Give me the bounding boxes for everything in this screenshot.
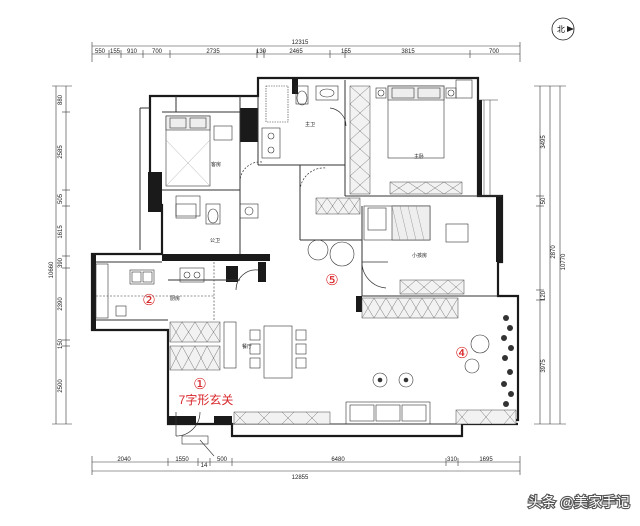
marker-4: ④ <box>455 345 468 362</box>
north-compass: 北 <box>551 17 575 41</box>
top-dim-5: 2735 <box>206 49 220 55</box>
bottom-dim-4: 500 <box>217 457 228 463</box>
top-dimension-chain <box>91 42 521 62</box>
top-dim-2: 155 <box>110 49 121 55</box>
wall-fill-blocks <box>92 78 502 424</box>
living-room-furniture <box>307 239 490 425</box>
kid-room-furniture <box>363 205 469 243</box>
marker-1: ① <box>193 376 206 393</box>
door-swings <box>175 107 388 437</box>
top-dim-1: 550 <box>95 49 106 55</box>
top-total-dimension: 12315 <box>292 40 309 46</box>
master-bedroom-furniture <box>375 79 473 159</box>
watermark: 头条 @美家手记 <box>528 494 630 510</box>
room-label-guest: 客房 <box>211 161 221 168</box>
left-dim-2: 2585 <box>58 145 64 159</box>
bottom-dim-1: 2040 <box>117 457 131 463</box>
kitchen-fixtures <box>95 262 215 320</box>
right-dim-2: 50 <box>541 197 547 204</box>
bottom-total-dimension: 12855 <box>292 475 309 481</box>
walls <box>90 76 520 438</box>
compass-label: 北 <box>557 25 565 34</box>
room-label-kid: 小孩房 <box>412 252 427 259</box>
top-dim-8: 155 <box>341 49 352 55</box>
room-label-kitchen: 厨房 <box>170 295 180 302</box>
left-total-dimension: 10660 <box>49 261 55 278</box>
bottom-dim-6: 310 <box>447 457 458 463</box>
room-label-dining: 餐厅 <box>242 343 252 350</box>
bathroom-fixtures <box>175 85 339 225</box>
dining-furniture <box>223 321 307 379</box>
left-dimension-chain <box>52 85 72 425</box>
cabinet-x-marks <box>169 85 517 425</box>
marker-2: ② <box>142 292 155 309</box>
zone-label-entry: 7字形玄关 <box>179 392 234 407</box>
left-dim-8: 2500 <box>58 379 64 393</box>
bottom-dim-5: 6480 <box>331 457 345 463</box>
left-dim-3: 505 <box>58 193 64 204</box>
bottom-dim-7: 1695 <box>479 457 493 463</box>
top-dim-7: 2465 <box>289 49 303 55</box>
left-dim-1: 880 <box>58 94 64 105</box>
room-label-master: 主卧 <box>414 153 424 160</box>
room-label-main-bath: 主卫 <box>305 121 315 128</box>
room-label-public-bath: 公卫 <box>210 238 220 244</box>
plant-decor <box>501 315 514 407</box>
bottom-dimension-chain <box>91 456 521 475</box>
bottom-dim-2: 1550 <box>175 457 189 463</box>
top-dim-9: 3815 <box>401 49 415 55</box>
right-dim-3: 120 <box>541 290 547 301</box>
balcony-window <box>478 99 498 196</box>
bottom-dim-3: 14 <box>201 463 208 469</box>
entry-door <box>181 435 215 457</box>
top-dim-4: 700 <box>152 49 163 55</box>
top-dim-10: 700 <box>489 49 500 55</box>
top-dim-6: 130 <box>256 49 267 55</box>
marker-5: ⑤ <box>325 272 338 289</box>
right-total-dimension: 10770 <box>561 253 567 270</box>
left-dim-7: 150 <box>58 338 64 349</box>
interior-walls <box>96 80 502 425</box>
top-dim-3: 910 <box>127 49 138 55</box>
left-dim-6: 2390 <box>58 297 64 311</box>
right-dim-1: 3495 <box>541 135 547 149</box>
guest-room-furniture <box>165 115 233 217</box>
right-dim-4: 3975 <box>541 359 547 373</box>
left-dim-5: 390 <box>58 257 64 268</box>
left-dim-4: 1615 <box>58 225 64 239</box>
wardrobe-cabinets <box>169 85 517 425</box>
right-sub-dimension: 2870 <box>551 245 557 259</box>
right-dimension-chain <box>534 85 566 425</box>
